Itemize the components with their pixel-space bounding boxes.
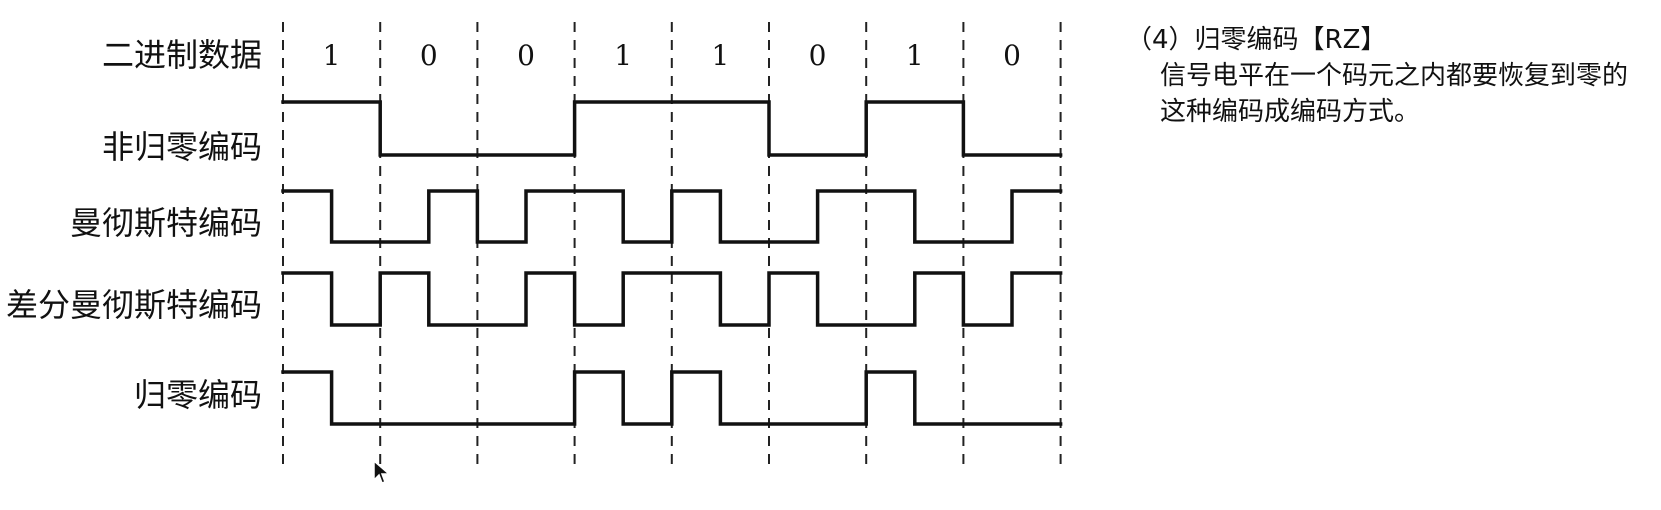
note-body: 信号电平在一个码元之内都要恢复到零的这种编码成编码方式。 xyxy=(1160,61,1629,127)
waveform-diff_manchester xyxy=(281,271,1063,327)
rz-note: （4）归零编码【RZ】 信号电平在一个码元之内都要恢复到零的这种编码成编码方式。 xyxy=(1126,22,1646,130)
bit-value: 0 xyxy=(1003,39,1021,72)
bit-value: 1 xyxy=(711,39,729,72)
mouse-pointer-icon xyxy=(373,460,391,484)
bit-value: 0 xyxy=(517,39,535,72)
row-label-binary: 二进制数据 xyxy=(102,36,262,74)
waveform-rz xyxy=(281,370,1063,426)
waveform-manchester xyxy=(281,189,1063,244)
note-title: （4）归零编码【RZ】 xyxy=(1126,25,1387,55)
bit-value: 0 xyxy=(809,39,827,72)
bit-value: 1 xyxy=(906,39,924,72)
bit-value: 1 xyxy=(323,39,341,72)
row-label-diff_manchester: 差分曼彻斯特编码 xyxy=(6,286,262,324)
waveform-nrz xyxy=(281,100,1063,157)
row-label-rz: 归零编码 xyxy=(134,376,262,414)
row-label-nrz: 非归零编码 xyxy=(102,128,262,166)
row-label-manchester: 曼彻斯特编码 xyxy=(70,204,262,242)
bit-value: 0 xyxy=(420,39,438,72)
bit-value: 1 xyxy=(614,39,632,72)
